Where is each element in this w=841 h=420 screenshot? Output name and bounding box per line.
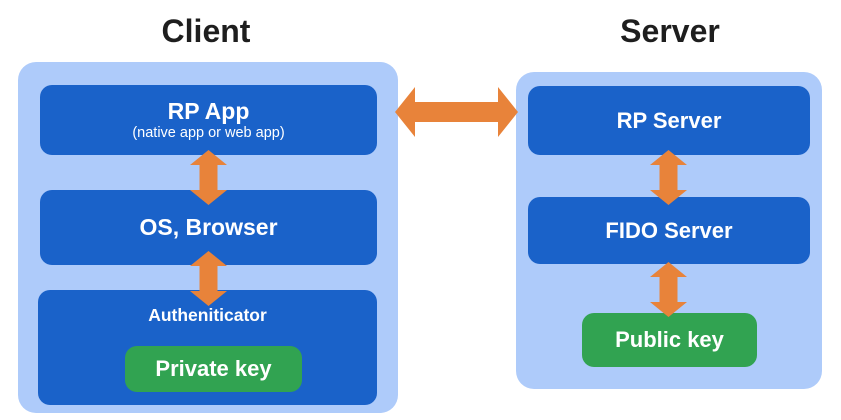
fido-server-box: FIDO Server — [528, 197, 810, 264]
rp-app-box: RP App (native app or web app) — [40, 85, 377, 155]
arrow-fidoserver-publickey-icon — [650, 262, 687, 317]
os-browser-label: OS, Browser — [139, 214, 278, 241]
arrow-client-server-icon — [395, 87, 518, 137]
rp-app-label: RP App — [167, 97, 250, 124]
fido-server-label: FIDO Server — [605, 217, 733, 243]
authenticator-label: Autheniticator — [148, 305, 267, 325]
private-key-label: Private key — [155, 356, 272, 381]
rp-app-sublabel: (native app or web app) — [132, 125, 285, 142]
rp-server-label: RP Server — [616, 107, 722, 133]
public-key-label: Public key — [615, 327, 724, 352]
client-title: Client — [161, 13, 251, 49]
public-key-box: Public key — [582, 313, 757, 367]
rp-server-box: RP Server — [528, 86, 810, 155]
arrow-rpapp-osbrowser-icon — [190, 150, 227, 205]
arrow-osbrowser-authenticator-icon — [190, 251, 227, 306]
private-key-box: Private key — [125, 346, 302, 392]
server-title: Server — [620, 13, 720, 49]
arrow-rpserver-fidoserver-icon — [650, 150, 687, 205]
